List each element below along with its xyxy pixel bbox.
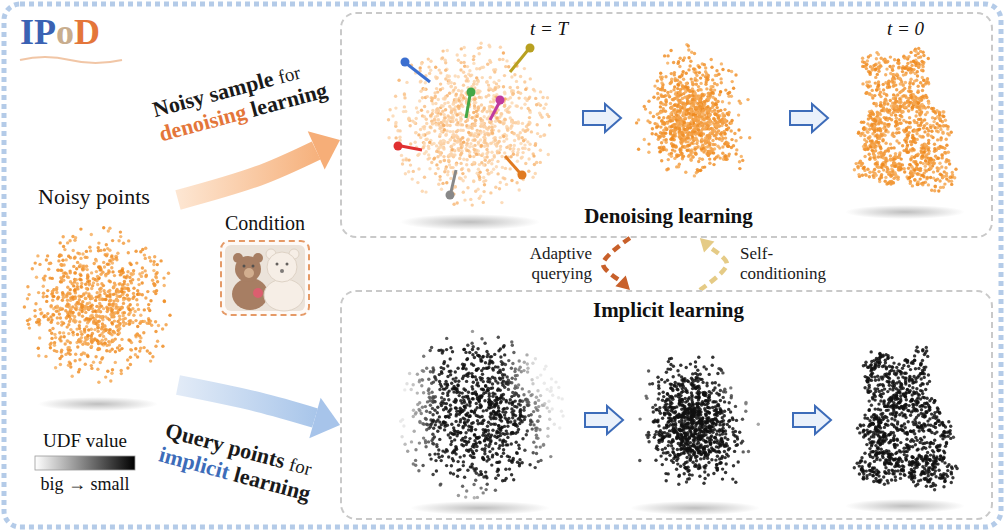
- figure-stage: Noisy pointsConditiont = Tt = 0Denoising…: [0, 0, 1005, 531]
